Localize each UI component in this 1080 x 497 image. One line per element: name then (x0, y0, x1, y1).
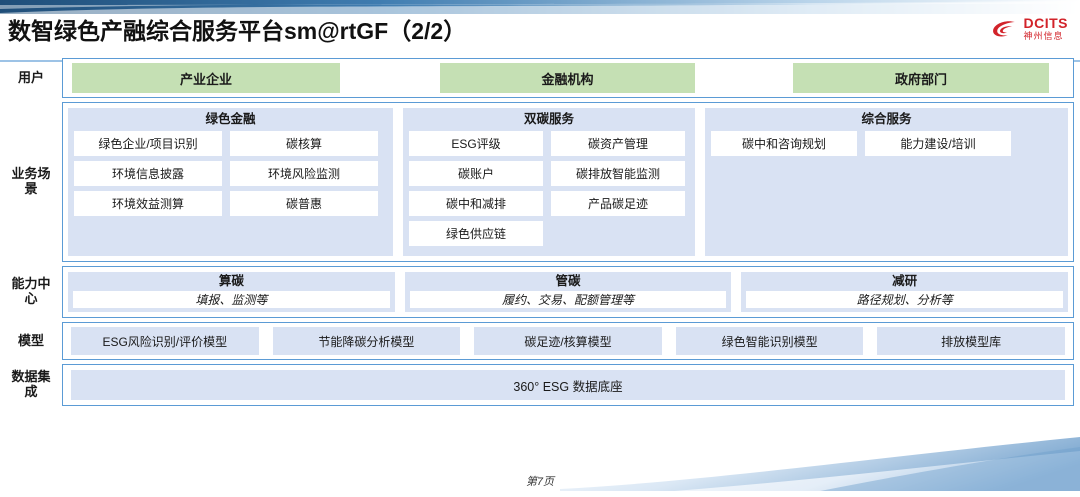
scenario-item-list: 绿色企业/项目识别 碳核算 环境信息披露 环境风险监测 环境效益测算 碳普惠 (74, 130, 387, 216)
architecture-grid: 用户 产业企业 金融机构 政府部门 业务场景 绿色金融 绿色企业/项目识别 碳核… (0, 58, 1080, 406)
scenario-item[interactable]: ESG评级 (409, 130, 543, 156)
capability-title: 减研 (892, 274, 918, 288)
scenario-item[interactable]: 绿色供应链 (409, 220, 543, 246)
data-foundation-box[interactable]: 360° ESG 数据底座 (71, 370, 1065, 400)
capability-subtitle: 路径规划、分析等 (746, 291, 1064, 308)
capability-subtitle: 填报、监测等 (73, 291, 390, 308)
logo-cn-label: 神州信息 (1023, 31, 1064, 41)
scenario-item[interactable]: 碳账户 (409, 160, 543, 186)
scenario-item[interactable]: 碳中和减排 (409, 190, 543, 216)
scenario-item[interactable]: 环境效益测算 (74, 190, 222, 216)
scenario-group-title: 综合服务 (861, 112, 912, 126)
scenario-item[interactable]: 碳中和咨询规划 (711, 130, 857, 156)
model-box[interactable]: 排放模型库 (877, 327, 1065, 355)
scenario-group-title: 双碳服务 (523, 112, 574, 126)
row-label-data-integration: 数据集成 (11, 369, 51, 399)
row-body-scenarios: 绿色金融 绿色企业/项目识别 碳核算 环境信息披露 环境风险监测 环境效益测算 … (62, 102, 1074, 262)
bottom-strip (0, 491, 1080, 497)
row-data-integration: 数据集成 360° ESG 数据底座 (0, 364, 1080, 406)
logo-en-label: DCITS (1023, 15, 1068, 31)
row-label-users: 用户 (17, 69, 44, 85)
model-box[interactable]: 节能降碳分析模型 (272, 327, 461, 355)
scenario-item[interactable]: 产品碳足迹 (551, 190, 685, 216)
scenario-group-comprehensive: 综合服务 碳中和咨询规划 能力建设/培训 (705, 108, 1068, 256)
capability-title: 管碳 (555, 274, 581, 288)
row-body-users: 产业企业 金融机构 政府部门 (62, 58, 1074, 98)
model-box[interactable]: ESG风险识别/评价模型 (71, 327, 259, 355)
user-box-financial[interactable]: 金融机构 (440, 63, 695, 93)
slide-header: 数智绿色产融综合服务平台sm@rtGF（2/2） DCITS 神州信息 (0, 10, 1080, 62)
capability-panel-jianyan[interactable]: 减研 路径规划、分析等 (741, 272, 1069, 312)
user-box-industry[interactable]: 产业企业 (72, 63, 340, 93)
row-label-models: 模型 (17, 332, 44, 348)
capability-panel-guantan[interactable]: 管碳 履约、交易、配额管理等 (404, 272, 732, 312)
scenario-item[interactable]: 碳资产管理 (551, 130, 685, 156)
scenario-item[interactable]: 能力建设/培训 (865, 130, 1011, 156)
capability-panel-suantan[interactable]: 算碳 填报、监测等 (68, 272, 395, 312)
scenario-item[interactable]: 碳核算 (230, 130, 378, 156)
row-label-capability-center: 能力中心 (11, 276, 51, 306)
row-capability-center: 能力中心 算碳 填报、监测等 管碳 履约、交易、配额管理等 减研 路径规划、分析… (0, 266, 1080, 318)
scenario-item-list: 碳中和咨询规划 能力建设/培训 (711, 130, 1062, 156)
user-box-government[interactable]: 政府部门 (793, 63, 1049, 93)
row-body-data-integration: 360° ESG 数据底座 (62, 364, 1074, 406)
scenario-group-green-finance: 绿色金融 绿色企业/项目识别 碳核算 环境信息披露 环境风险监测 环境效益测算 … (68, 108, 393, 256)
row-body-capability-center: 算碳 填报、监测等 管碳 履约、交易、配额管理等 减研 路径规划、分析等 (62, 266, 1074, 318)
company-logo: DCITS 神州信息 (991, 16, 1069, 41)
scenario-item[interactable]: 环境信息披露 (74, 160, 222, 186)
scenario-item[interactable]: 绿色企业/项目识别 (74, 130, 222, 156)
scenario-item[interactable]: 碳普惠 (230, 190, 378, 216)
row-body-models: ESG风险识别/评价模型 节能降碳分析模型 碳足迹/核算模型 绿色智能识别模型 … (62, 322, 1074, 360)
scenario-group-dual-carbon: 双碳服务 ESG评级 碳资产管理 碳账户 碳排放智能监测 碳中和减排 产品碳足迹… (403, 108, 695, 256)
row-models: 模型 ESG风险识别/评价模型 节能降碳分析模型 碳足迹/核算模型 绿色智能识别… (0, 322, 1080, 360)
model-box[interactable]: 绿色智能识别模型 (675, 327, 864, 355)
row-scenarios: 业务场景 绿色金融 绿色企业/项目识别 碳核算 环境信息披露 环境风险监测 环境… (0, 102, 1080, 262)
scenario-item[interactable]: 环境风险监测 (230, 160, 378, 186)
logo-text: DCITS 神州信息 (1024, 16, 1069, 41)
dcits-swirl-icon (992, 20, 1015, 37)
capability-subtitle: 履约、交易、配额管理等 (409, 291, 727, 308)
scenario-item[interactable]: 碳排放智能监测 (551, 160, 685, 186)
model-box[interactable]: 碳足迹/核算模型 (474, 327, 662, 355)
page-footer: 第7页 (525, 476, 555, 488)
row-label-scenarios: 业务场景 (11, 166, 51, 196)
scenario-group-title: 绿色金融 (205, 112, 256, 126)
row-users: 用户 产业企业 金融机构 政府部门 (0, 58, 1080, 98)
capability-title: 算碳 (218, 274, 244, 288)
page-title: 数智绿色产融综合服务平台sm@rtGF（2/2） (8, 18, 467, 44)
scenario-item-list: ESG评级 碳资产管理 碳账户 碳排放智能监测 碳中和减排 产品碳足迹 绿色供应… (409, 130, 689, 246)
